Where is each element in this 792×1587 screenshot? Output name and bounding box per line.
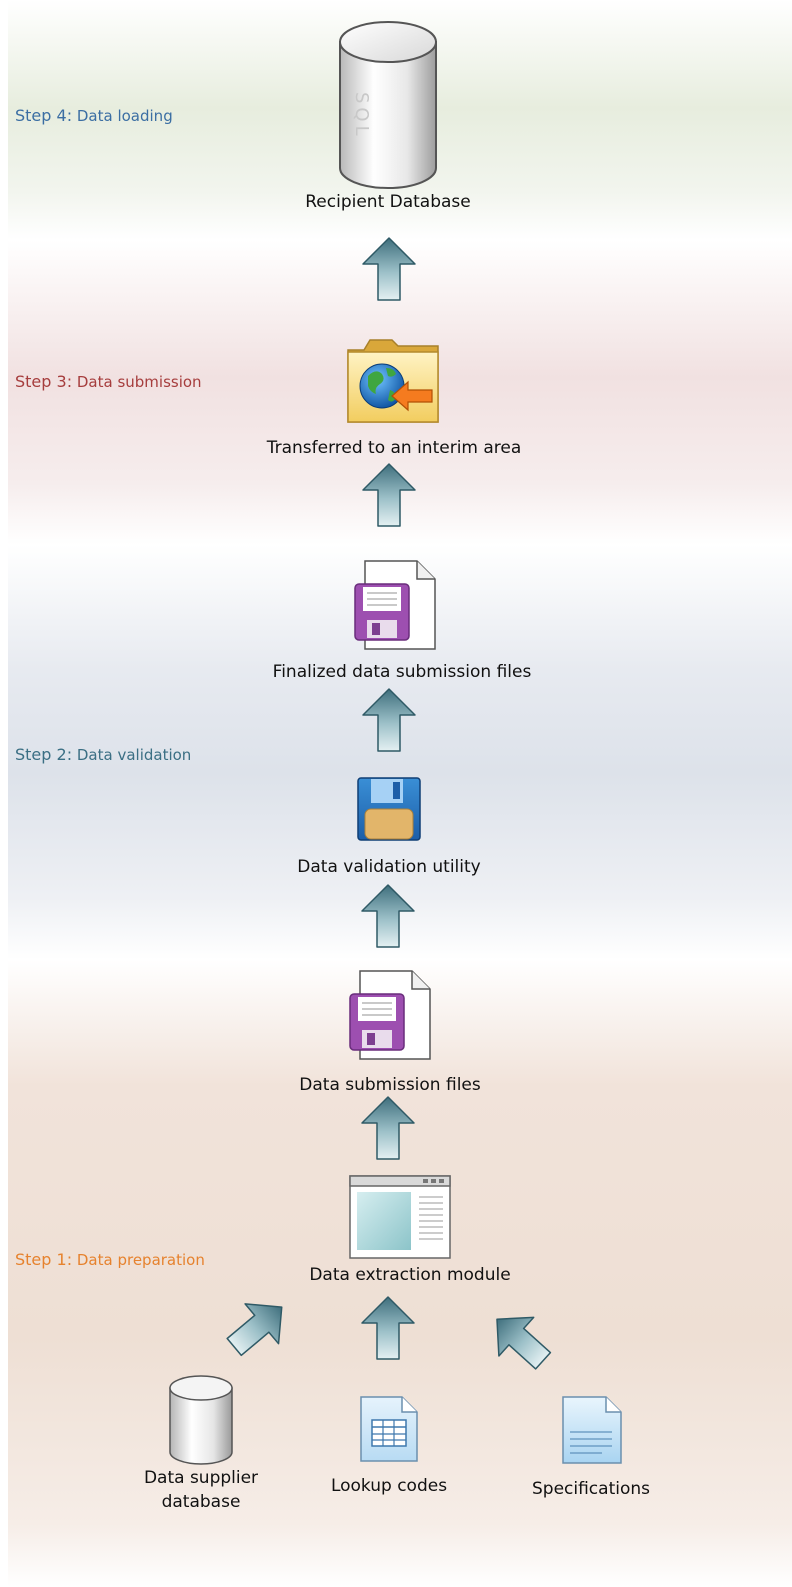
step-4-name: Data loading [76, 107, 173, 125]
database-sql-icon: SQL [338, 20, 438, 192]
arrow-up-to-interim [362, 463, 416, 527]
database-icon [168, 1374, 234, 1466]
arrow-up-to-validation [361, 884, 415, 948]
validation-utility-label: Data validation utility [297, 857, 481, 877]
step-1-number: Step 1: [15, 1250, 73, 1269]
specifications-label: Specifications [531, 1479, 651, 1499]
step-3-label: Step 3: Data submission [15, 372, 202, 391]
step-3-number: Step 3: [15, 372, 73, 391]
text-document-icon [562, 1396, 622, 1464]
network-folder-icon [346, 338, 440, 424]
step-1-name: Data preparation [76, 1251, 205, 1269]
step-4-number: Step 4: [15, 106, 73, 125]
supplier-database-line-1: Data supplier [143, 1468, 259, 1488]
lookup-codes-label: Lookup codes [330, 1476, 448, 1496]
extraction-module-label: Data extraction module [309, 1265, 511, 1285]
sql-text: SQL [351, 92, 372, 140]
step-1-label: Step 1: Data preparation [15, 1250, 205, 1269]
step-1-band [8, 960, 792, 1587]
arrow-diagonal-from-specs [478, 1299, 562, 1381]
interim-area-label: Transferred to an interim area [266, 438, 522, 458]
step-2-label: Step 2: Data validation [15, 745, 191, 764]
supplier-database-label: Data supplier database [144, 1466, 258, 1514]
application-window-icon [349, 1175, 451, 1259]
save-file-icon [348, 970, 432, 1060]
step-2-number: Step 2: [15, 745, 73, 764]
finalized-files-icon [353, 560, 437, 650]
arrow-diagonal-from-supplier [216, 1286, 300, 1368]
table-document-icon [360, 1396, 418, 1462]
submission-files-label: Data submission files [299, 1075, 481, 1095]
arrow-up-from-lookup [361, 1296, 415, 1360]
step-3-name: Data submission [76, 373, 202, 391]
arrow-up-to-submission [361, 1096, 415, 1160]
supplier-database-line-2: database [161, 1492, 241, 1512]
floppy-disk-icon [357, 777, 421, 841]
arrow-up-to-recipient [362, 237, 416, 301]
recipient-database-label: Recipient Database [305, 192, 471, 212]
step-2-name: Data validation [76, 746, 192, 764]
step-4-label: Step 4: Data loading [15, 106, 173, 125]
finalized-files-label: Finalized data submission files [272, 662, 532, 682]
arrow-up-to-finalized [362, 688, 416, 752]
